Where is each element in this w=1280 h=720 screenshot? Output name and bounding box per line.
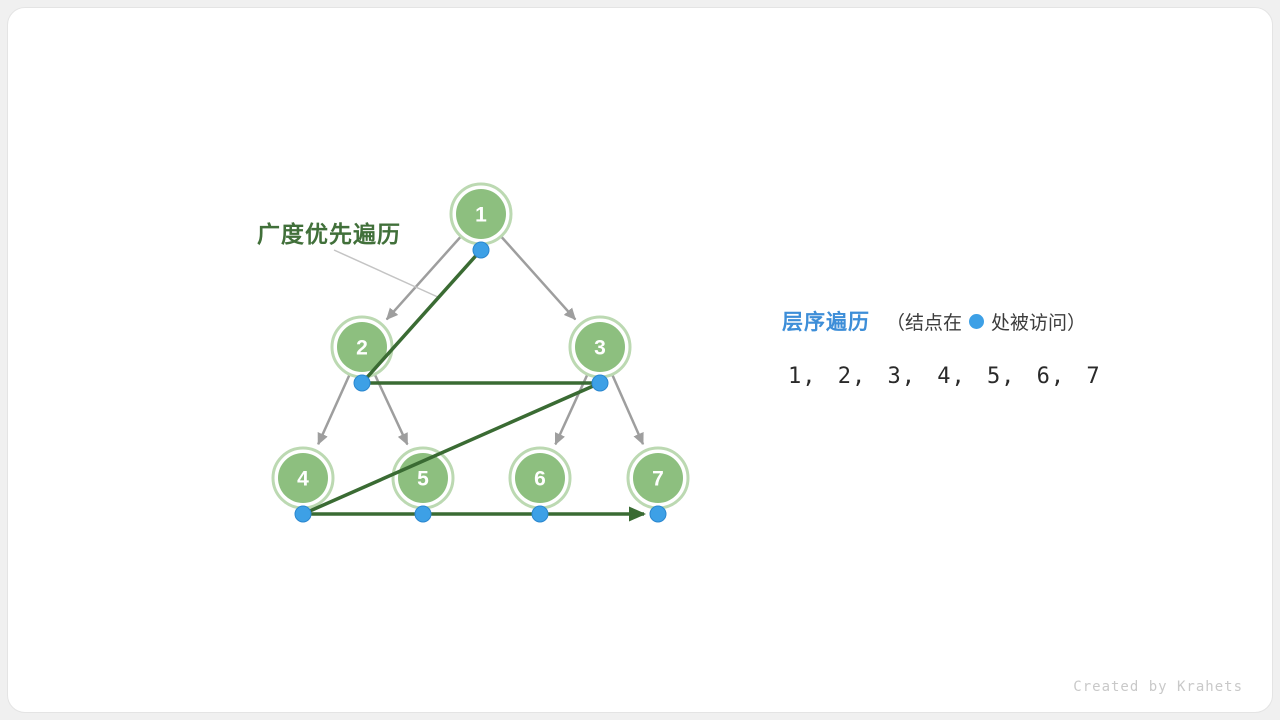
visit-dot <box>414 505 432 523</box>
tree-node <box>575 322 625 372</box>
visit-dot <box>649 505 667 523</box>
tree-node-label: 3 <box>594 337 606 360</box>
traversal-sequence: 1, 2, 3, 4, 5, 6, 7 <box>788 364 1101 389</box>
legend-title: 层序遍历 <box>782 311 870 334</box>
visit-dot <box>591 374 609 392</box>
visit-dot <box>353 374 371 392</box>
legend: 层序遍历 （结点在 处被访问） <box>782 306 1086 336</box>
tree-node <box>337 322 387 372</box>
visit-dot <box>472 241 490 259</box>
legend-note: （结点在 处被访问） <box>886 308 1086 335</box>
tree-edge <box>500 235 577 321</box>
visit-dot <box>531 505 549 523</box>
tree-node <box>515 453 565 503</box>
tree-node <box>633 453 683 503</box>
bfs-traversal-label: 广度优先遍历 <box>257 221 401 247</box>
tree-node-label: 7 <box>652 468 664 491</box>
tree-edge <box>554 373 589 446</box>
tree-edge <box>385 235 462 321</box>
tree-node-label: 2 <box>356 337 368 360</box>
tree-node-label: 1 <box>475 204 487 227</box>
label-pointer-line <box>333 249 441 299</box>
tree-edge <box>611 373 645 446</box>
tree-node <box>278 453 328 503</box>
tree-edge <box>373 373 409 446</box>
tree-node-label: 5 <box>417 468 429 491</box>
tree-node-label: 6 <box>534 468 546 491</box>
tree-edge <box>317 373 351 446</box>
tree-node-label: 4 <box>297 468 309 491</box>
tree-node <box>456 189 506 239</box>
visit-dot <box>294 505 312 523</box>
content-card <box>7 7 1273 713</box>
legend-note-prefix: （结点在 <box>886 312 963 334</box>
watermark: Created by Krahets <box>1073 679 1243 695</box>
blue-dot-icon <box>969 313 985 329</box>
legend-note-suffix: 处被访问） <box>991 312 1087 334</box>
